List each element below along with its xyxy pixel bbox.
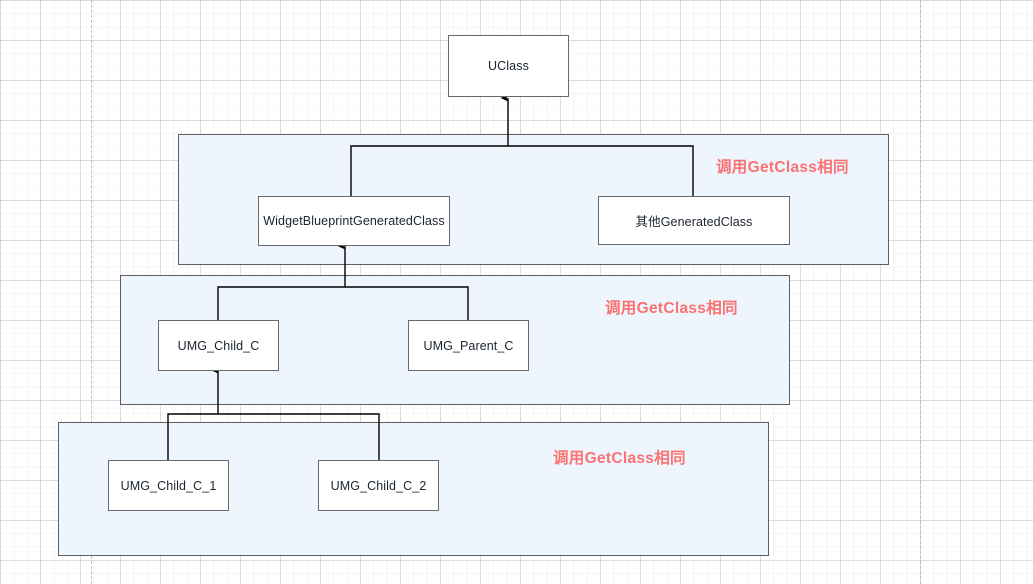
page-guide-left bbox=[91, 0, 92, 584]
node-widgetblueprintgeneratedclass[interactable]: WidgetBlueprintGeneratedClass bbox=[258, 196, 450, 246]
note-umg-classes: 调用GetClass相同 bbox=[605, 300, 738, 317]
node-umg-child-c-1[interactable]: UMG_Child_C_1 bbox=[108, 460, 229, 511]
note-umg-instances: 调用GetClass相同 bbox=[553, 450, 686, 467]
node-uclass[interactable]: UClass bbox=[448, 35, 569, 97]
page-guide-right bbox=[920, 0, 921, 584]
note-generated-classes: 调用GetClass相同 bbox=[716, 159, 849, 176]
node-other-generatedclass[interactable]: 其他GeneratedClass bbox=[598, 196, 790, 245]
node-umg-parent-c[interactable]: UMG_Parent_C bbox=[408, 320, 529, 371]
node-umg-child-c[interactable]: UMG_Child_C bbox=[158, 320, 279, 371]
node-umg-child-c-2[interactable]: UMG_Child_C_2 bbox=[318, 460, 439, 511]
